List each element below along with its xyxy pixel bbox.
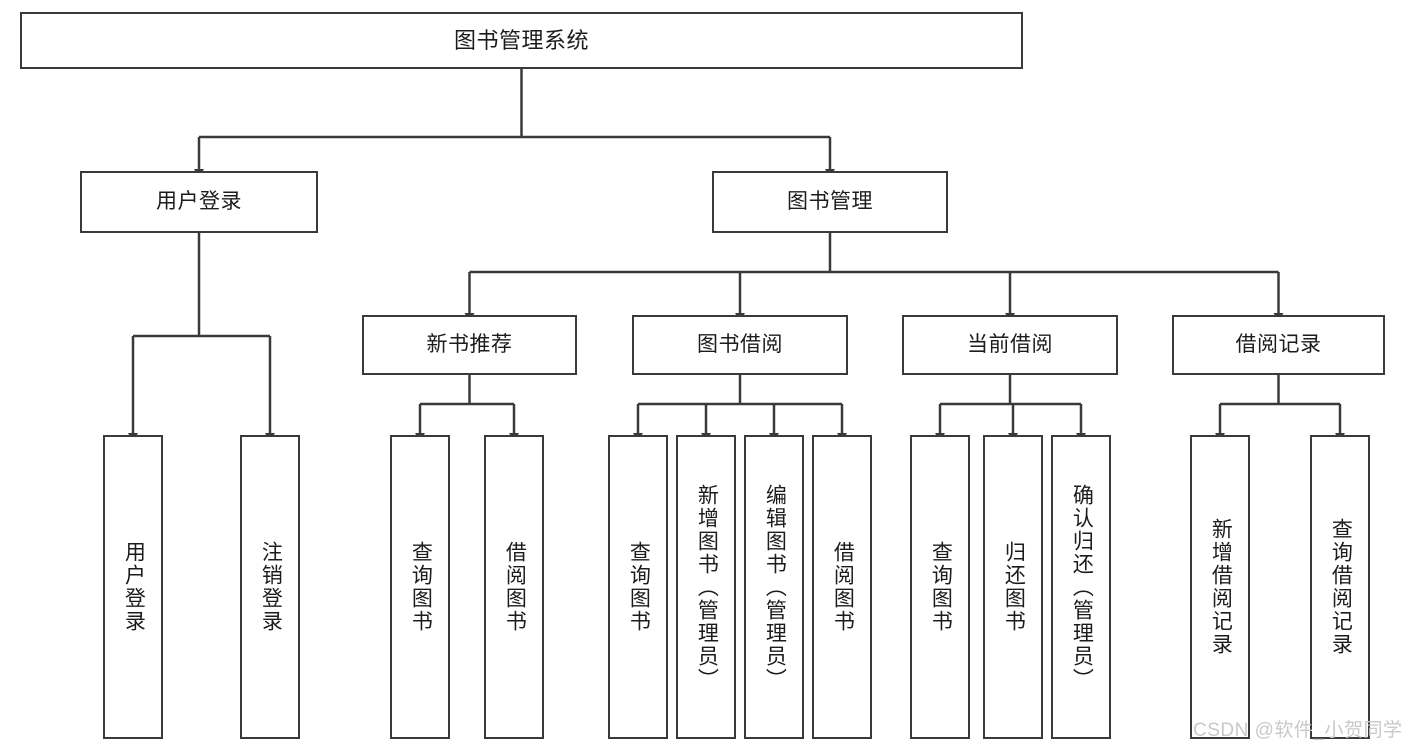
node-label: 注销登录: [259, 541, 283, 633]
node-label: 图书管理: [787, 189, 873, 213]
node-leaf-borrow-edit-book-admin[interactable]: 编辑图书（管理员）: [744, 435, 804, 739]
node-borrowing-record[interactable]: 借阅记录: [1172, 315, 1385, 375]
node-label: 当前借阅: [967, 332, 1053, 356]
node-label: 查询图书: [409, 541, 433, 633]
node-label: 图书借阅: [697, 332, 783, 356]
edge-group: [128, 69, 1345, 442]
node-book-borrowing[interactable]: 图书借阅: [632, 315, 848, 375]
node-leaf-user-login[interactable]: 用户登录: [103, 435, 163, 739]
node-leaf-borrow-add-book-admin[interactable]: 新增图书（管理员）: [676, 435, 736, 739]
node-leaf-borrow-query-books[interactable]: 查询图书: [608, 435, 668, 739]
node-book-management[interactable]: 图书管理: [712, 171, 948, 233]
node-leaf-borrow-borrow-books[interactable]: 借阅图书: [812, 435, 872, 739]
node-leaf-current-query-books[interactable]: 查询图书: [910, 435, 970, 739]
node-label: 借阅图书: [503, 541, 527, 633]
node-label: 用户登录: [156, 189, 242, 213]
node-root-book-management-system[interactable]: 图书管理系统: [20, 12, 1023, 69]
node-label: 查询图书: [627, 541, 651, 633]
node-label: 借阅记录: [1235, 332, 1322, 356]
node-leaf-record-add-borrow-record[interactable]: 新增借阅记录: [1190, 435, 1250, 739]
node-current-borrowing[interactable]: 当前借阅: [902, 315, 1118, 375]
node-label: 图书管理系统: [453, 27, 589, 53]
node-label: 归还图书: [1002, 541, 1026, 633]
node-user-login[interactable]: 用户登录: [80, 171, 318, 233]
node-label: 查询图书: [929, 541, 953, 633]
node-leaf-current-confirm-return-admin[interactable]: 确认归还（管理员）: [1051, 435, 1111, 739]
node-label: 确认归还（管理员）: [1070, 483, 1094, 691]
node-leaf-user-logout[interactable]: 注销登录: [240, 435, 300, 739]
node-leaf-record-query-borrow-record[interactable]: 查询借阅记录: [1310, 435, 1370, 739]
node-leaf-newbook-borrow-books[interactable]: 借阅图书: [484, 435, 544, 739]
node-label: 借阅图书: [831, 541, 855, 633]
node-label: 用户登录: [122, 541, 146, 633]
node-label: 新增图书（管理员）: [695, 483, 719, 691]
node-label: 查询借阅记录: [1329, 518, 1353, 656]
node-new-book-recommendation[interactable]: 新书推荐: [362, 315, 577, 375]
node-label: 新书推荐: [426, 332, 513, 356]
node-label: 编辑图书（管理员）: [763, 483, 787, 691]
node-leaf-newbook-query-books[interactable]: 查询图书: [390, 435, 450, 739]
node-leaf-current-return-books[interactable]: 归还图书: [983, 435, 1043, 739]
node-label: 新增借阅记录: [1209, 518, 1233, 656]
